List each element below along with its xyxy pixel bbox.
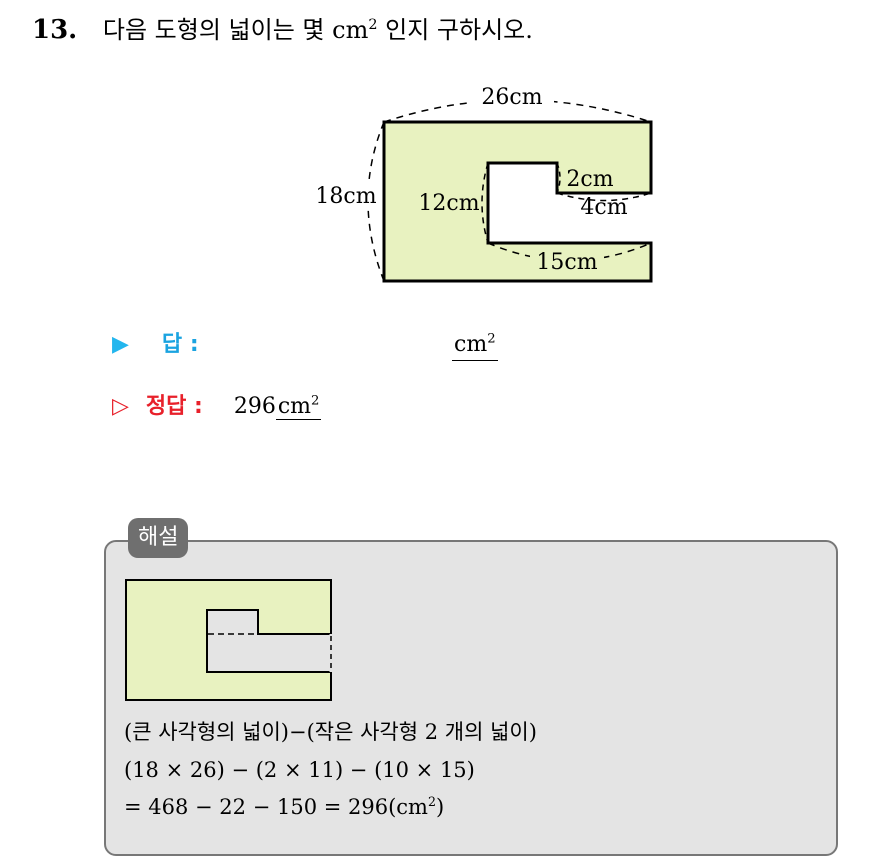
label-12cm: 12cm	[418, 191, 479, 216]
label-26cm: 26cm	[481, 85, 542, 110]
question-number: 13.	[32, 15, 78, 45]
dim-arc-notch-width	[556, 192, 652, 202]
shape-figure: 26cm 18cm 12cm 2cm 4cm 15cm	[310, 85, 653, 283]
correct-label: 정답 :	[145, 394, 203, 419]
correct-value: 296	[233, 394, 276, 419]
label-15cm: 15cm	[536, 250, 597, 275]
solution-tag: 해설	[128, 518, 189, 558]
answer-unit[interactable]: cm2	[452, 330, 498, 361]
solution-line-1: (큰 사각형의 넓이)−(작은 사각형 2 개의 넓이)	[124, 720, 537, 744]
solution-figure	[125, 579, 333, 701]
question-text: 다음 도형의 넓이는 몇	[102, 16, 325, 44]
outline-arrow-icon: ▷	[112, 394, 129, 419]
question-header: 13. 다음 도형의 넓이는 몇 cm2 인지 구하시오.	[32, 14, 533, 46]
label-2cm: 2cm	[566, 167, 613, 192]
correct-answer-row: ▷ 정답 : 296cm2	[112, 392, 322, 422]
solution-line-2: (18 × 26) − (2 × 11) − (10 × 15)	[124, 758, 475, 782]
answer-label: 답 :	[161, 332, 199, 357]
correct-unit: cm2	[275, 393, 322, 420]
answer-row: ▶ 답 : cm2	[112, 330, 498, 361]
dim-arc-notch	[556, 162, 561, 194]
solution-line-3: = 468 − 22 − 150 = 296(cm2)	[124, 794, 445, 819]
question-unit: cm2	[332, 16, 378, 44]
play-arrow-icon: ▶	[112, 332, 129, 357]
question-text-end: 인지 구하시오.	[385, 16, 533, 44]
label-18cm: 18cm	[315, 184, 376, 209]
label-4cm: 4cm	[580, 195, 627, 220]
